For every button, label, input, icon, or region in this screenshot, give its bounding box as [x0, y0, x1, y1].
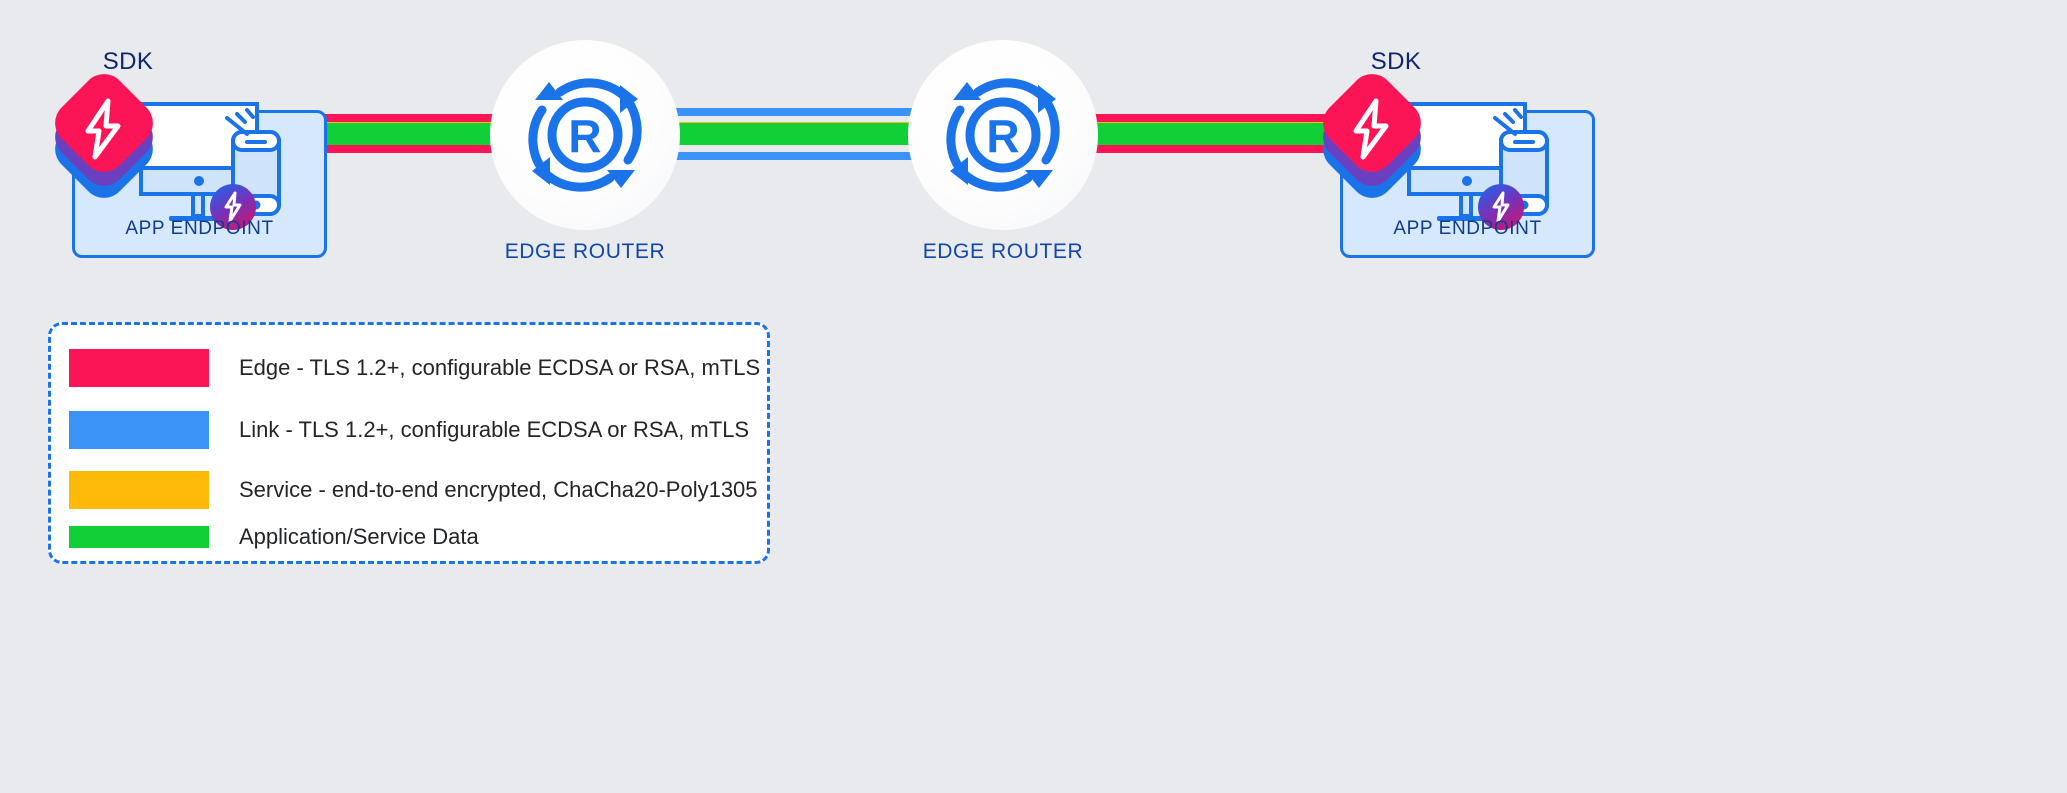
stripe-link-blue-bottom: [670, 152, 920, 160]
edge-router-label: EDGE ROUTER: [504, 240, 666, 263]
edge-router-left[interactable]: R EDGE ROUTER: [490, 40, 680, 263]
stripe-link-blue-top: [670, 108, 920, 116]
app-endpoint-label: APP ENDPOINT: [1393, 218, 1542, 239]
svg-text:R: R: [986, 110, 1019, 162]
lightning-bolt-icon: [1353, 98, 1389, 160]
legend-item-link: Link - TLS 1.2+, configurable ECDSA or R…: [69, 411, 749, 449]
stripe-edge-red-left-bottom: [255, 145, 510, 153]
legend-item-service: Service - end-to-end encrypted, ChaCha20…: [69, 471, 758, 509]
stripe-data-green: [255, 123, 1325, 145]
legend-panel: Edge - TLS 1.2+, configurable ECDSA or R…: [48, 322, 770, 564]
router-circle-bg: [490, 40, 680, 230]
badge-bolt-icon: [224, 191, 242, 223]
stripe-edge-red-right-bottom: [1080, 145, 1325, 153]
router-circular-arrows-icon: R: [528, 78, 642, 192]
legend-label-data: Application/Service Data: [239, 524, 479, 549]
ziti-bolt-badge-icon: [210, 184, 256, 230]
legend-label-service: Service - end-to-end encrypted, ChaCha20…: [239, 477, 758, 502]
legend-swatch-data: [69, 526, 209, 548]
badge-bolt-icon: [1492, 191, 1510, 223]
legend-label-edge: Edge - TLS 1.2+, configurable ECDSA or R…: [239, 355, 761, 380]
edge-router-label: EDGE ROUTER: [922, 240, 1084, 263]
svg-text:R: R: [568, 110, 601, 162]
sdk-label: SDK: [102, 48, 154, 75]
app-endpoint-label: APP ENDPOINT: [125, 218, 274, 239]
sdk-label: SDK: [1370, 48, 1422, 75]
sdk-stack-icon: [46, 65, 162, 207]
legend-item-edge: Edge - TLS 1.2+, configurable ECDSA or R…: [69, 349, 760, 387]
legend-swatch-link: [69, 411, 209, 449]
legend-item-data: Application/Service Data: [69, 524, 479, 550]
legend-label-link: Link - TLS 1.2+, configurable ECDSA or R…: [239, 417, 750, 442]
sdk-stack-icon: [1314, 65, 1430, 207]
lightning-bolt-icon: [85, 98, 121, 160]
ziti-bolt-badge-icon: [1478, 184, 1524, 230]
legend-swatch-service: [69, 471, 209, 509]
router-circle-bg: [908, 40, 1098, 230]
router-circular-arrows-icon: R: [946, 78, 1060, 192]
app-endpoint-right[interactable]: SDK: [1314, 48, 1618, 268]
edge-router-right[interactable]: R EDGE ROUTER: [908, 40, 1098, 263]
legend-swatch-edge: [69, 349, 209, 387]
desktop-and-mobile-icon: [1403, 100, 1563, 235]
stripe-edge-red-right-top: [1080, 114, 1325, 122]
stripe-edge-red-left-top: [255, 114, 510, 122]
app-endpoint-left[interactable]: SDK: [46, 48, 350, 268]
